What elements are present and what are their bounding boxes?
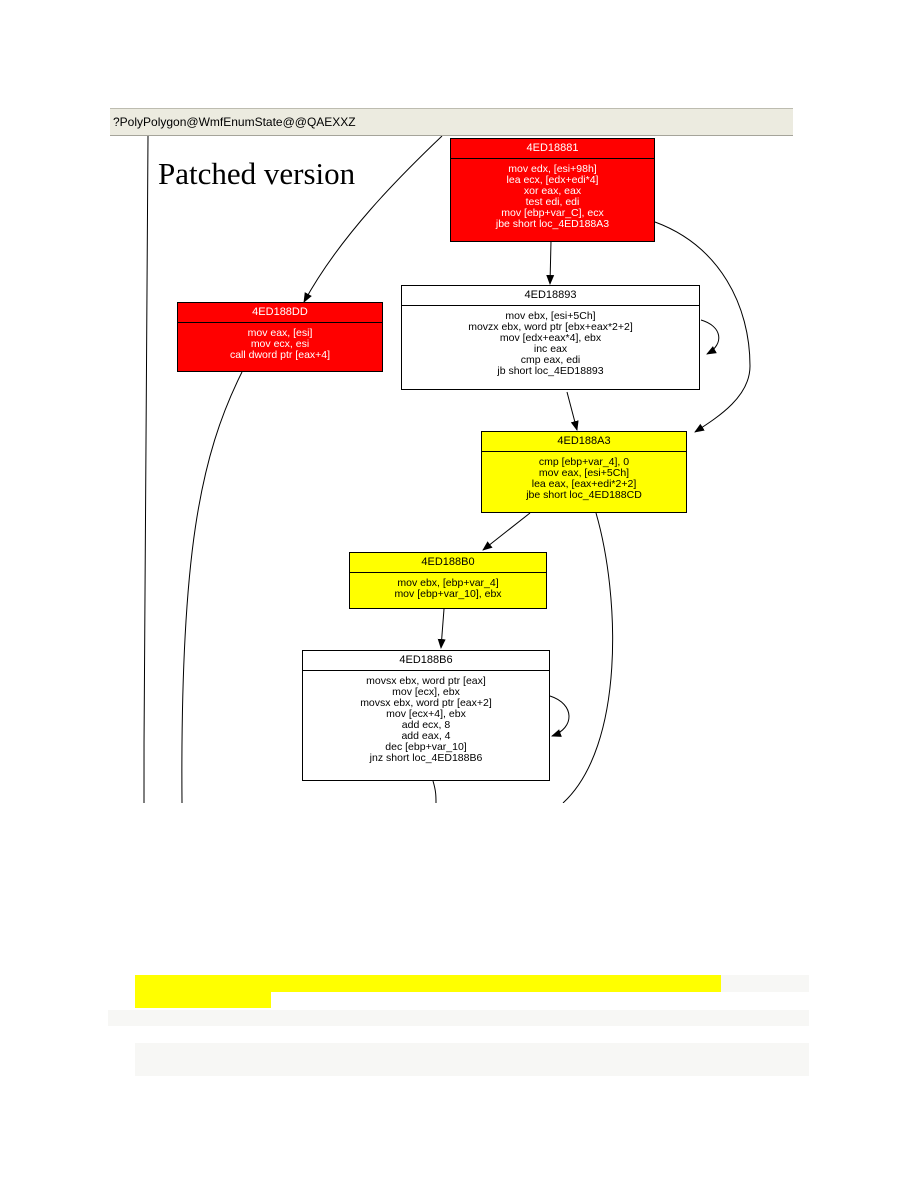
instruction-line: mov [ebp+var_10], ebx	[394, 588, 502, 600]
caption-title: Patched version	[158, 156, 356, 191]
ida-graph-screenshot: ?PolyPolygon@WmfEnumState@@QAEXXZ	[110, 108, 793, 803]
instruction-line: movsx ebx, word ptr [eax]	[366, 675, 486, 687]
instruction-line: mov ebx, [ebp+var_4]	[397, 577, 499, 589]
instruction-line: mov eax, [esi]	[247, 327, 313, 339]
instruction-line: lea ecx, [edx+edi*4]	[506, 174, 599, 186]
block-address: 4ED188DD	[178, 303, 382, 323]
instruction-line: jbe short loc_4ED188CD	[526, 489, 642, 501]
instruction-line: mov [ecx], ebx	[392, 686, 460, 698]
block-4ED188B0[interactable]: 4ED188B0 mov ebx, [ebp+var_4] mov [ebp+v…	[349, 552, 547, 609]
edge-4ED18881-to-4ED188A3	[654, 221, 751, 433]
edge-4ED18881-to-4ED18893	[546, 240, 555, 285]
instruction-line: cmp eax, edi	[520, 354, 581, 366]
instruction-line: mov edx, [esi+98h]	[508, 163, 597, 175]
instruction-line: lea eax, [eax+edi*2+2]	[531, 478, 637, 490]
edge-4ED188A3-to-4ED188B0	[482, 512, 531, 551]
block-4ED18881[interactable]: 4ED18881 mov edx, [esi+98h] lea ecx, [ed…	[450, 138, 655, 242]
instruction-line: mov ebx, [esi+5Ch]	[505, 310, 596, 322]
edge-4ED188DD-down	[181, 371, 243, 803]
edge-4ED188B6-self-loop	[549, 695, 570, 737]
edge-top-to-4ED188DD	[303, 136, 443, 303]
text-band	[135, 1043, 809, 1076]
instruction-line: dec [ebp+var_10]	[385, 741, 467, 753]
edge-4ED18893-to-4ED188A3	[566, 391, 579, 431]
block-address: 4ED188B0	[350, 553, 546, 573]
edge-left-long	[143, 136, 149, 803]
block-address: 4ED18881	[451, 139, 654, 159]
function-title-bar: ?PolyPolygon@WmfEnumState@@QAEXXZ	[110, 108, 793, 136]
graph-canvas: Patched version 4ED18881 mov edx, [esi+9…	[110, 136, 793, 803]
instruction-line: xor eax, eax	[523, 185, 582, 197]
instruction-line: jbe short loc_4ED188A3	[495, 218, 610, 230]
instruction-line: movsx ebx, word ptr [eax+2]	[360, 697, 492, 709]
edge-4ED188B0-to-4ED188B6	[437, 608, 446, 649]
instruction-line: movzx ebx, word ptr [ebx+eax*2+2]	[468, 321, 633, 333]
graph-edges	[143, 136, 751, 803]
block-address: 4ED18893	[402, 286, 699, 306]
block-4ED188DD[interactable]: 4ED188DD mov eax, [esi] mov ecx, esi cal…	[177, 302, 383, 372]
instruction-line: test edi, edi	[525, 196, 580, 208]
instruction-line: mov ecx, esi	[250, 338, 310, 350]
text-band	[721, 975, 809, 992]
instruction-line: cmp [ebp+var_4], 0	[538, 456, 630, 468]
edge-4ED18893-self-loop	[700, 319, 720, 355]
instruction-line: mov [ebp+var_C], ecx	[501, 207, 604, 219]
instruction-line: mov eax, [esi+5Ch]	[538, 467, 630, 479]
instruction-line: jb short loc_4ED18893	[497, 365, 604, 377]
instruction-line: add eax, 4	[401, 730, 451, 742]
highlighted-text-line	[135, 975, 721, 992]
text-band	[108, 1010, 809, 1026]
block-4ED188B6[interactable]: 4ED188B6 movsx ebx, word ptr [eax] mov […	[302, 650, 550, 781]
edge-4ED188A3-down-right	[562, 512, 614, 803]
block-4ED188A3[interactable]: 4ED188A3 cmp [ebp+var_4], 0 mov eax, [es…	[481, 431, 687, 513]
instruction-line: mov [ecx+4], ebx	[386, 708, 466, 720]
instruction-line: inc eax	[533, 343, 568, 355]
instruction-line: add ecx, 8	[401, 719, 451, 731]
block-address: 4ED188B6	[303, 651, 549, 671]
block-4ED18893[interactable]: 4ED18893 mov ebx, [esi+5Ch] movzx ebx, w…	[401, 285, 700, 390]
instruction-line: jnz short loc_4ED188B6	[369, 752, 483, 764]
instruction-line: call dword ptr [eax+4]	[229, 349, 331, 361]
highlighted-text-line	[135, 992, 271, 1008]
instruction-line: mov [edx+eax*4], ebx	[499, 332, 602, 344]
edge-4ED188B6-down	[432, 780, 437, 803]
block-address: 4ED188A3	[482, 432, 686, 452]
